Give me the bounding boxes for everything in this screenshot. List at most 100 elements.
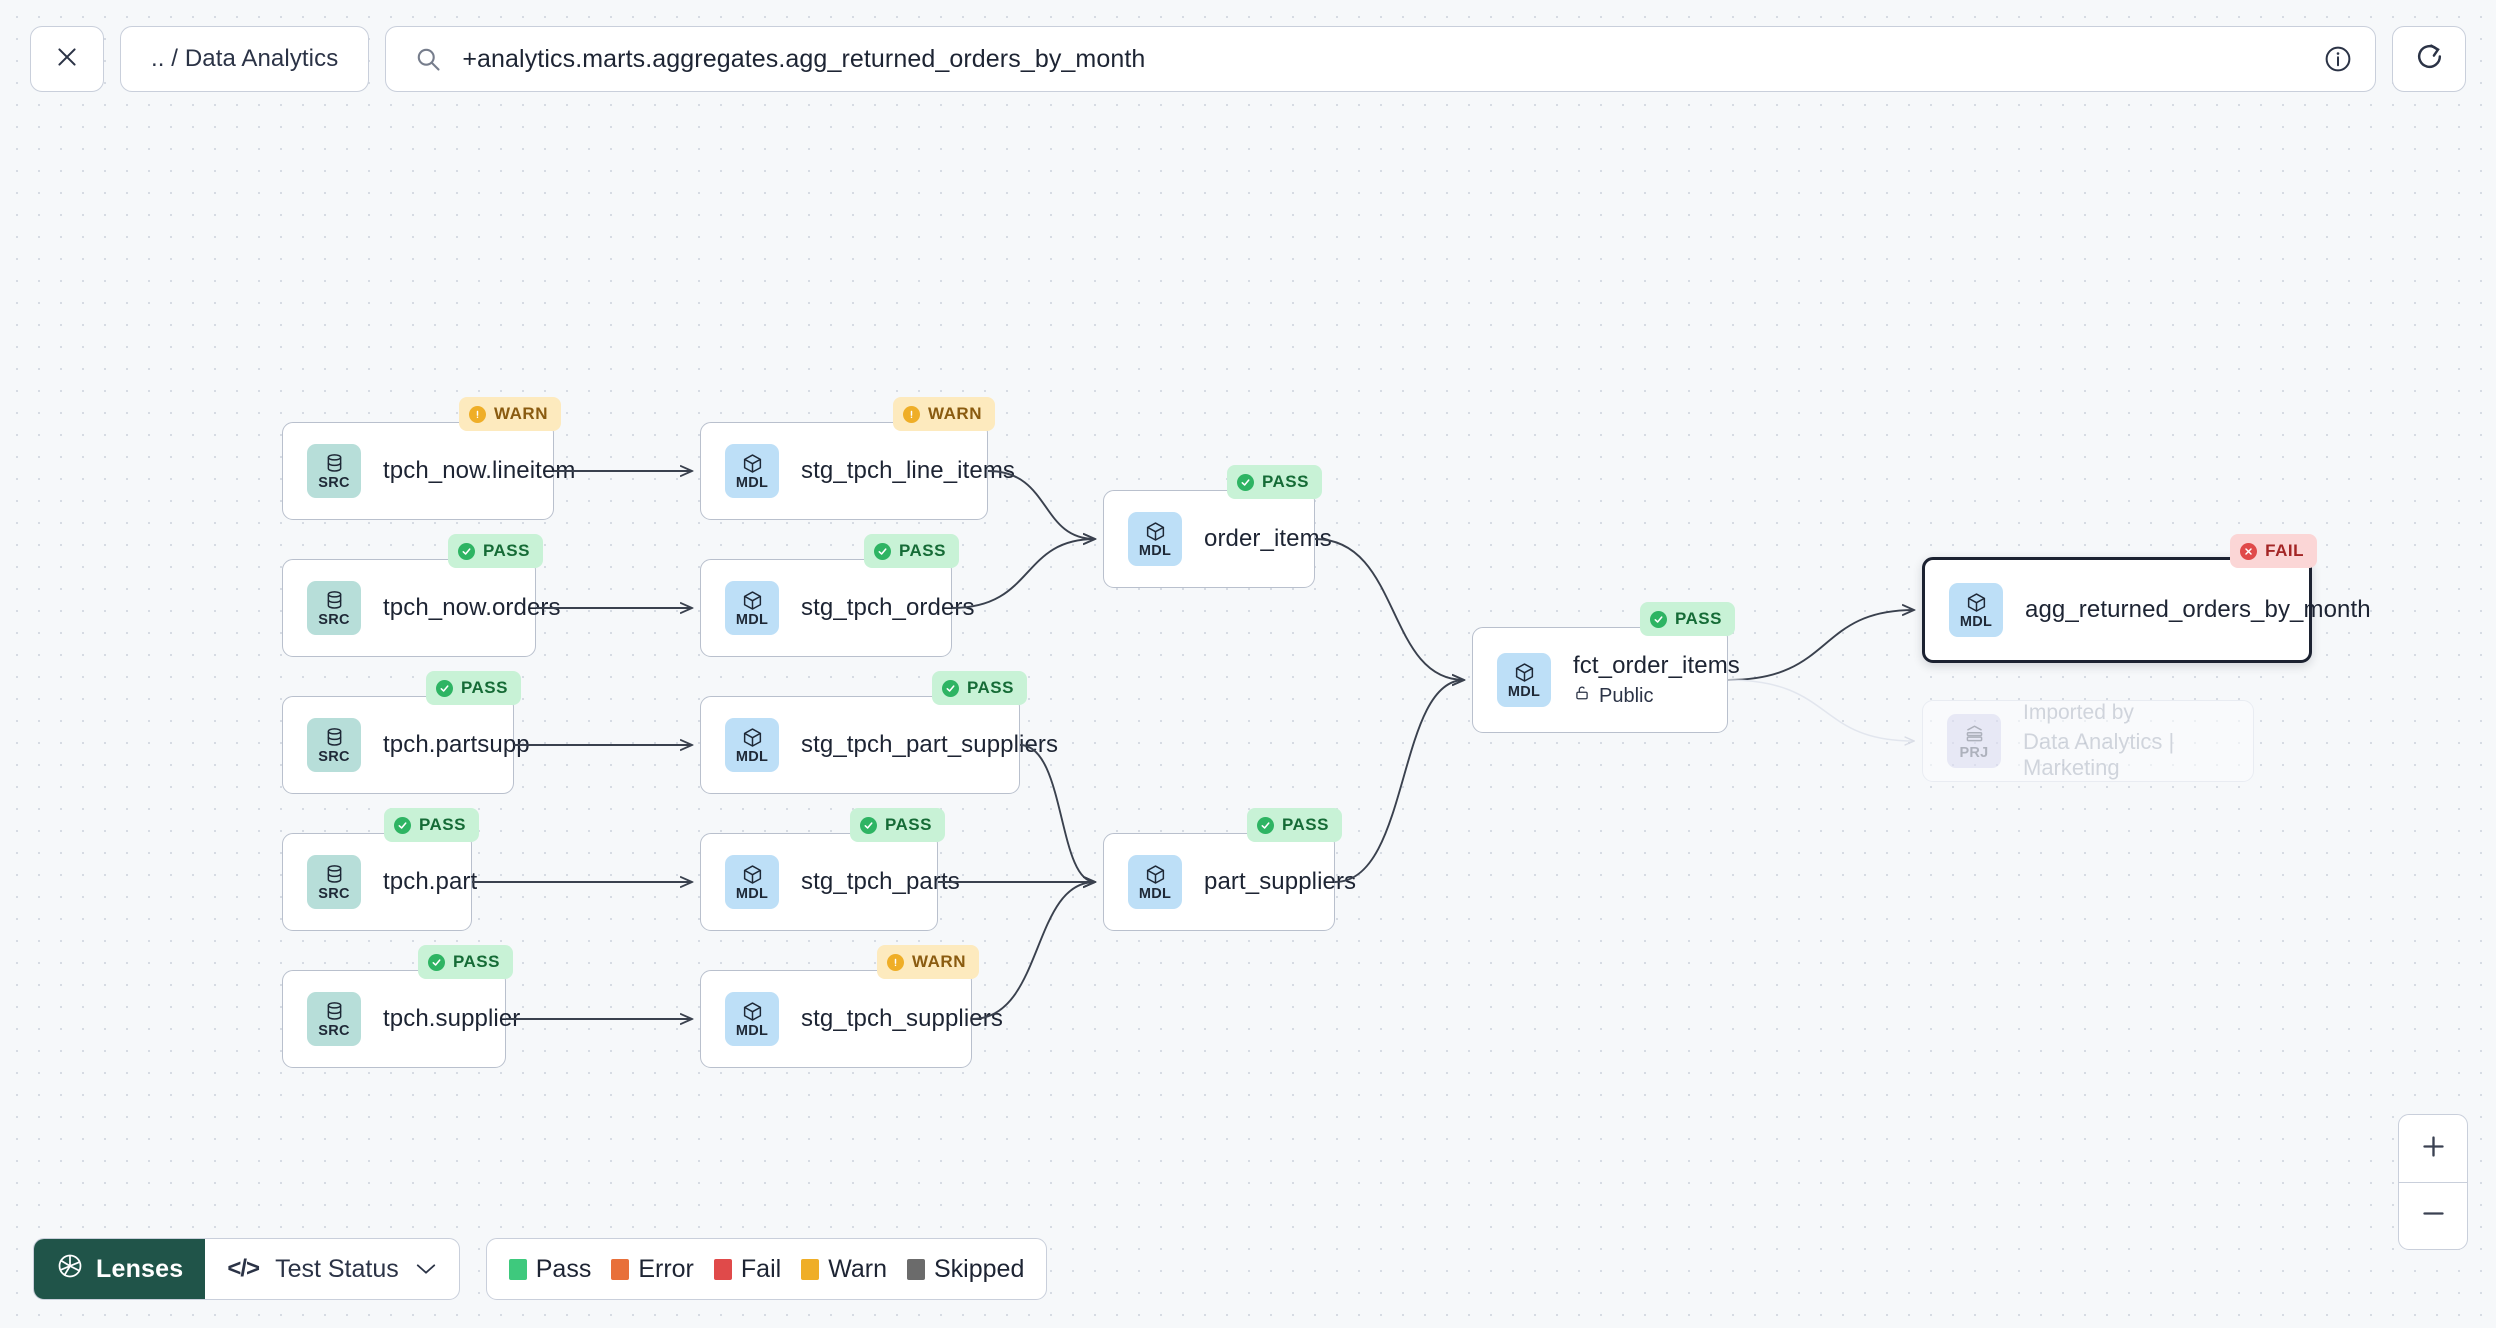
legend-item-pass[interactable]: Pass [508, 1255, 591, 1284]
edge-stg_tpch_part_suppliers-to-part_suppliers [1019, 744, 1095, 882]
breadcrumb[interactable]: .. / Data Analytics [120, 26, 370, 92]
src-type-icon: SRC [307, 444, 361, 498]
edge-stg_tpch_line_items-to-order_items [987, 470, 1095, 539]
edge-order_items-to-fct_order_items [1314, 538, 1464, 680]
status-badge-label: WARN [494, 404, 548, 423]
zoom-out-button[interactable] [2399, 1182, 2467, 1249]
status-badge-pass[interactable]: PASS [863, 534, 959, 568]
legend-swatch [713, 1258, 732, 1280]
unlock-icon [1573, 684, 1591, 708]
edge-stg_tpch_suppliers-to-part_suppliers [971, 882, 1095, 1020]
mdl-type-icon: MDL [725, 444, 779, 498]
src-type-icon: SRC [307, 992, 361, 1046]
status-badge-label: WARN [912, 952, 966, 971]
prj-type-icon: PRJ [1947, 714, 2001, 768]
legend-item-skipped[interactable]: Skipped [907, 1255, 1024, 1284]
status-badge-label: PASS [898, 541, 946, 560]
mdl-type-icon: MDL [1128, 855, 1182, 909]
status-badge-pass[interactable]: PASS [1639, 602, 1735, 636]
aperture-icon [56, 1252, 84, 1287]
zoom-controls [2398, 1114, 2468, 1250]
pass-icon [435, 679, 453, 697]
status-badge-fail[interactable]: FAIL [2230, 534, 2317, 568]
search-input[interactable]: +analytics.marts.aggregates.agg_returned… [462, 44, 1146, 73]
lenses-button[interactable]: Lenses [34, 1239, 206, 1299]
mdl-type-icon: MDL [1497, 653, 1551, 707]
mdl-type-icon: MDL [725, 855, 779, 909]
status-badge-pass[interactable]: PASS [931, 671, 1027, 705]
edge-fct_order_items-to-agg_returned_orders_by_month [1727, 610, 1914, 681]
minus-icon [2420, 1200, 2447, 1232]
edge-fct_order_items-to-imported_by_project [1727, 679, 1914, 741]
status-badge-label: PASS [1674, 609, 1722, 628]
chevron-down-icon [415, 1262, 437, 1276]
src-type-icon: SRC [307, 855, 361, 909]
legend-item-error[interactable]: Error [611, 1255, 694, 1284]
legend-item-warn[interactable]: Warn [801, 1255, 887, 1284]
top-toolbar: .. / Data Analytics +analytics.marts.agg… [0, 0, 2496, 118]
status-badge-warn[interactable]: WARN [877, 945, 979, 979]
status-badge-pass[interactable]: PASS [383, 808, 479, 842]
status-badge-pass[interactable]: PASS [425, 671, 521, 705]
fail-icon [2240, 542, 2258, 560]
plus-icon [2420, 1133, 2447, 1165]
code-icon: </> [227, 1255, 260, 1282]
status-badge-warn[interactable]: WARN [893, 397, 995, 431]
search-icon [414, 45, 442, 73]
node-caption: Imported by [2023, 701, 2134, 724]
status-badge-pass[interactable]: PASS [1226, 465, 1322, 499]
zoom-in-button[interactable] [2399, 1115, 2467, 1182]
status-badge-pass[interactable]: PASS [447, 534, 543, 568]
info-icon[interactable] [2323, 44, 2353, 74]
legend-swatch [508, 1258, 527, 1280]
pass-icon [457, 542, 475, 560]
legend-label: Error [638, 1254, 694, 1283]
search-bar[interactable]: +analytics.marts.aggregates.agg_returned… [385, 26, 2376, 92]
pass-icon [941, 679, 959, 697]
status-badge-label: PASS [460, 678, 508, 697]
lens-selector-group: Lenses </> Test Status [33, 1238, 460, 1300]
bottom-toolbar: Lenses </> Test Status Pass Error Fail Warn… [33, 1238, 1048, 1300]
mdl-type-icon: MDL [725, 718, 779, 772]
status-badge-label: PASS [452, 952, 500, 971]
status-badge-pass[interactable]: PASS [1246, 808, 1342, 842]
close-icon [54, 44, 80, 75]
legend-swatch [907, 1258, 925, 1280]
legend-swatch [611, 1258, 630, 1280]
pass-icon [859, 816, 877, 834]
mdl-type-icon: MDL [725, 581, 779, 635]
close-button[interactable] [30, 26, 104, 92]
warn-icon [469, 405, 487, 423]
legend-label: Skipped [934, 1254, 1025, 1283]
status-badge-pass[interactable]: PASS [849, 808, 945, 842]
pass-icon [873, 542, 891, 560]
legend-item-fail[interactable]: Fail [713, 1255, 781, 1284]
warn-icon [903, 405, 921, 423]
mdl-type-icon: MDL [725, 992, 779, 1046]
src-type-icon: SRC [307, 718, 361, 772]
refresh-button[interactable] [2392, 26, 2466, 92]
status-badge-label: PASS [482, 541, 530, 560]
test-status-dropdown[interactable]: </> Test Status [205, 1239, 458, 1299]
status-badge-pass[interactable]: PASS [417, 945, 513, 979]
status-badge-warn[interactable]: WARN [459, 397, 561, 431]
mdl-type-icon: MDL [1128, 512, 1182, 566]
